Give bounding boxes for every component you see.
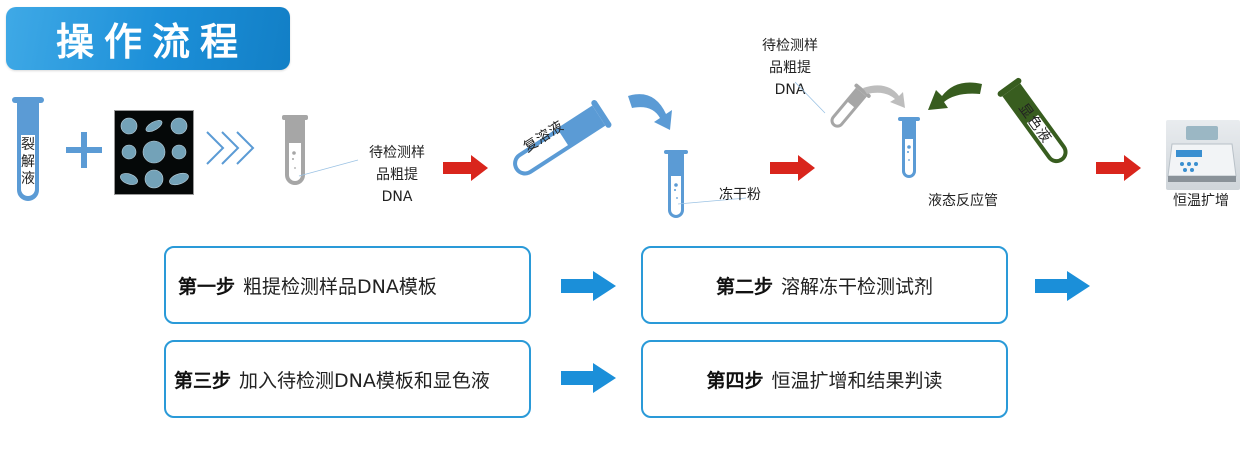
reaction-tube-label: 液态反应管	[928, 193, 998, 209]
small-blue-tube-icon	[664, 150, 747, 218]
step-arrow-icon	[561, 271, 617, 305]
sample-dna-tube	[794, 80, 915, 144]
step-3-text: 加入待检测DNA模板和显色液	[239, 369, 490, 392]
incubator-icon	[1167, 126, 1237, 182]
curved-pour-arrow-icon	[626, 88, 686, 137]
lysis-tube: 裂解液	[8, 95, 48, 211]
page-title: 操作流程	[55, 20, 248, 64]
label-line: 品粗提	[769, 60, 811, 76]
tilted-gray-tube-icon	[794, 81, 905, 128]
label-line: DNA	[774, 82, 806, 98]
curved-green-arrow-icon	[922, 78, 984, 122]
step-arrow-icon	[561, 363, 617, 397]
label-line: 品粗提	[376, 167, 418, 183]
instrument-label: 恒温扩增	[1173, 193, 1229, 209]
step-4-prefix: 第四步	[706, 369, 764, 392]
reaction-tube-icon	[898, 117, 920, 178]
step-2-text: 溶解冻干检测试剂	[781, 275, 934, 298]
extracted-dna-label: 待检测样 品粗提 DNA	[357, 142, 437, 208]
tilted-blue-tube-icon	[513, 99, 612, 176]
pollen-grains-icon	[120, 117, 189, 189]
step-1-box: 第一步 粗提检测样品DNA模板	[164, 246, 531, 324]
red-arrow-icon	[770, 155, 816, 185]
gray-tube-icon	[282, 115, 359, 185]
lysis-tube-icon	[12, 97, 44, 201]
step-4-text: 恒温扩增和结果判读	[771, 369, 943, 392]
lyophilized-tube	[662, 148, 772, 228]
chevrons-icon	[205, 130, 260, 170]
lysis-tube-label: 裂解液	[21, 137, 35, 187]
label-line: 待检测样	[369, 145, 425, 161]
plus-icon	[64, 130, 104, 174]
step-1-text: 粗提检测样品DNA模板	[243, 275, 437, 298]
reconstitution-tube: 复溶液	[505, 82, 635, 186]
step-arrow-icon	[1035, 271, 1091, 305]
step-3-prefix: 第三步	[174, 369, 232, 392]
step-3-box: 第三步 加入待检测DNA模板和显色液	[164, 340, 531, 418]
chromogenic-tube: 显色液	[985, 75, 1077, 179]
lyophilized-powder-label: 冻干粉	[719, 187, 761, 203]
sample-dna-label: 待检测样 品粗提 DNA	[750, 35, 830, 101]
reaction-tube	[896, 115, 926, 189]
step-2-box: 第二步 溶解冻干检测试剂	[641, 246, 1008, 324]
red-arrow-icon	[443, 155, 489, 185]
step-4-box: 第四步 恒温扩增和结果判读	[641, 340, 1008, 418]
red-arrow-icon	[1096, 155, 1142, 185]
tilted-green-tube-icon	[997, 77, 1068, 164]
extracted-dna-tube	[280, 113, 420, 197]
label-line: 待检测样	[762, 38, 818, 54]
step-2-prefix: 第二步	[715, 275, 773, 298]
title-banner: 操作流程	[6, 7, 290, 70]
isothermal-instrument-image	[1166, 120, 1240, 190]
pollen-sample-image	[114, 110, 194, 195]
label-line: DNA	[381, 189, 413, 205]
step-1-prefix: 第一步	[178, 275, 236, 298]
